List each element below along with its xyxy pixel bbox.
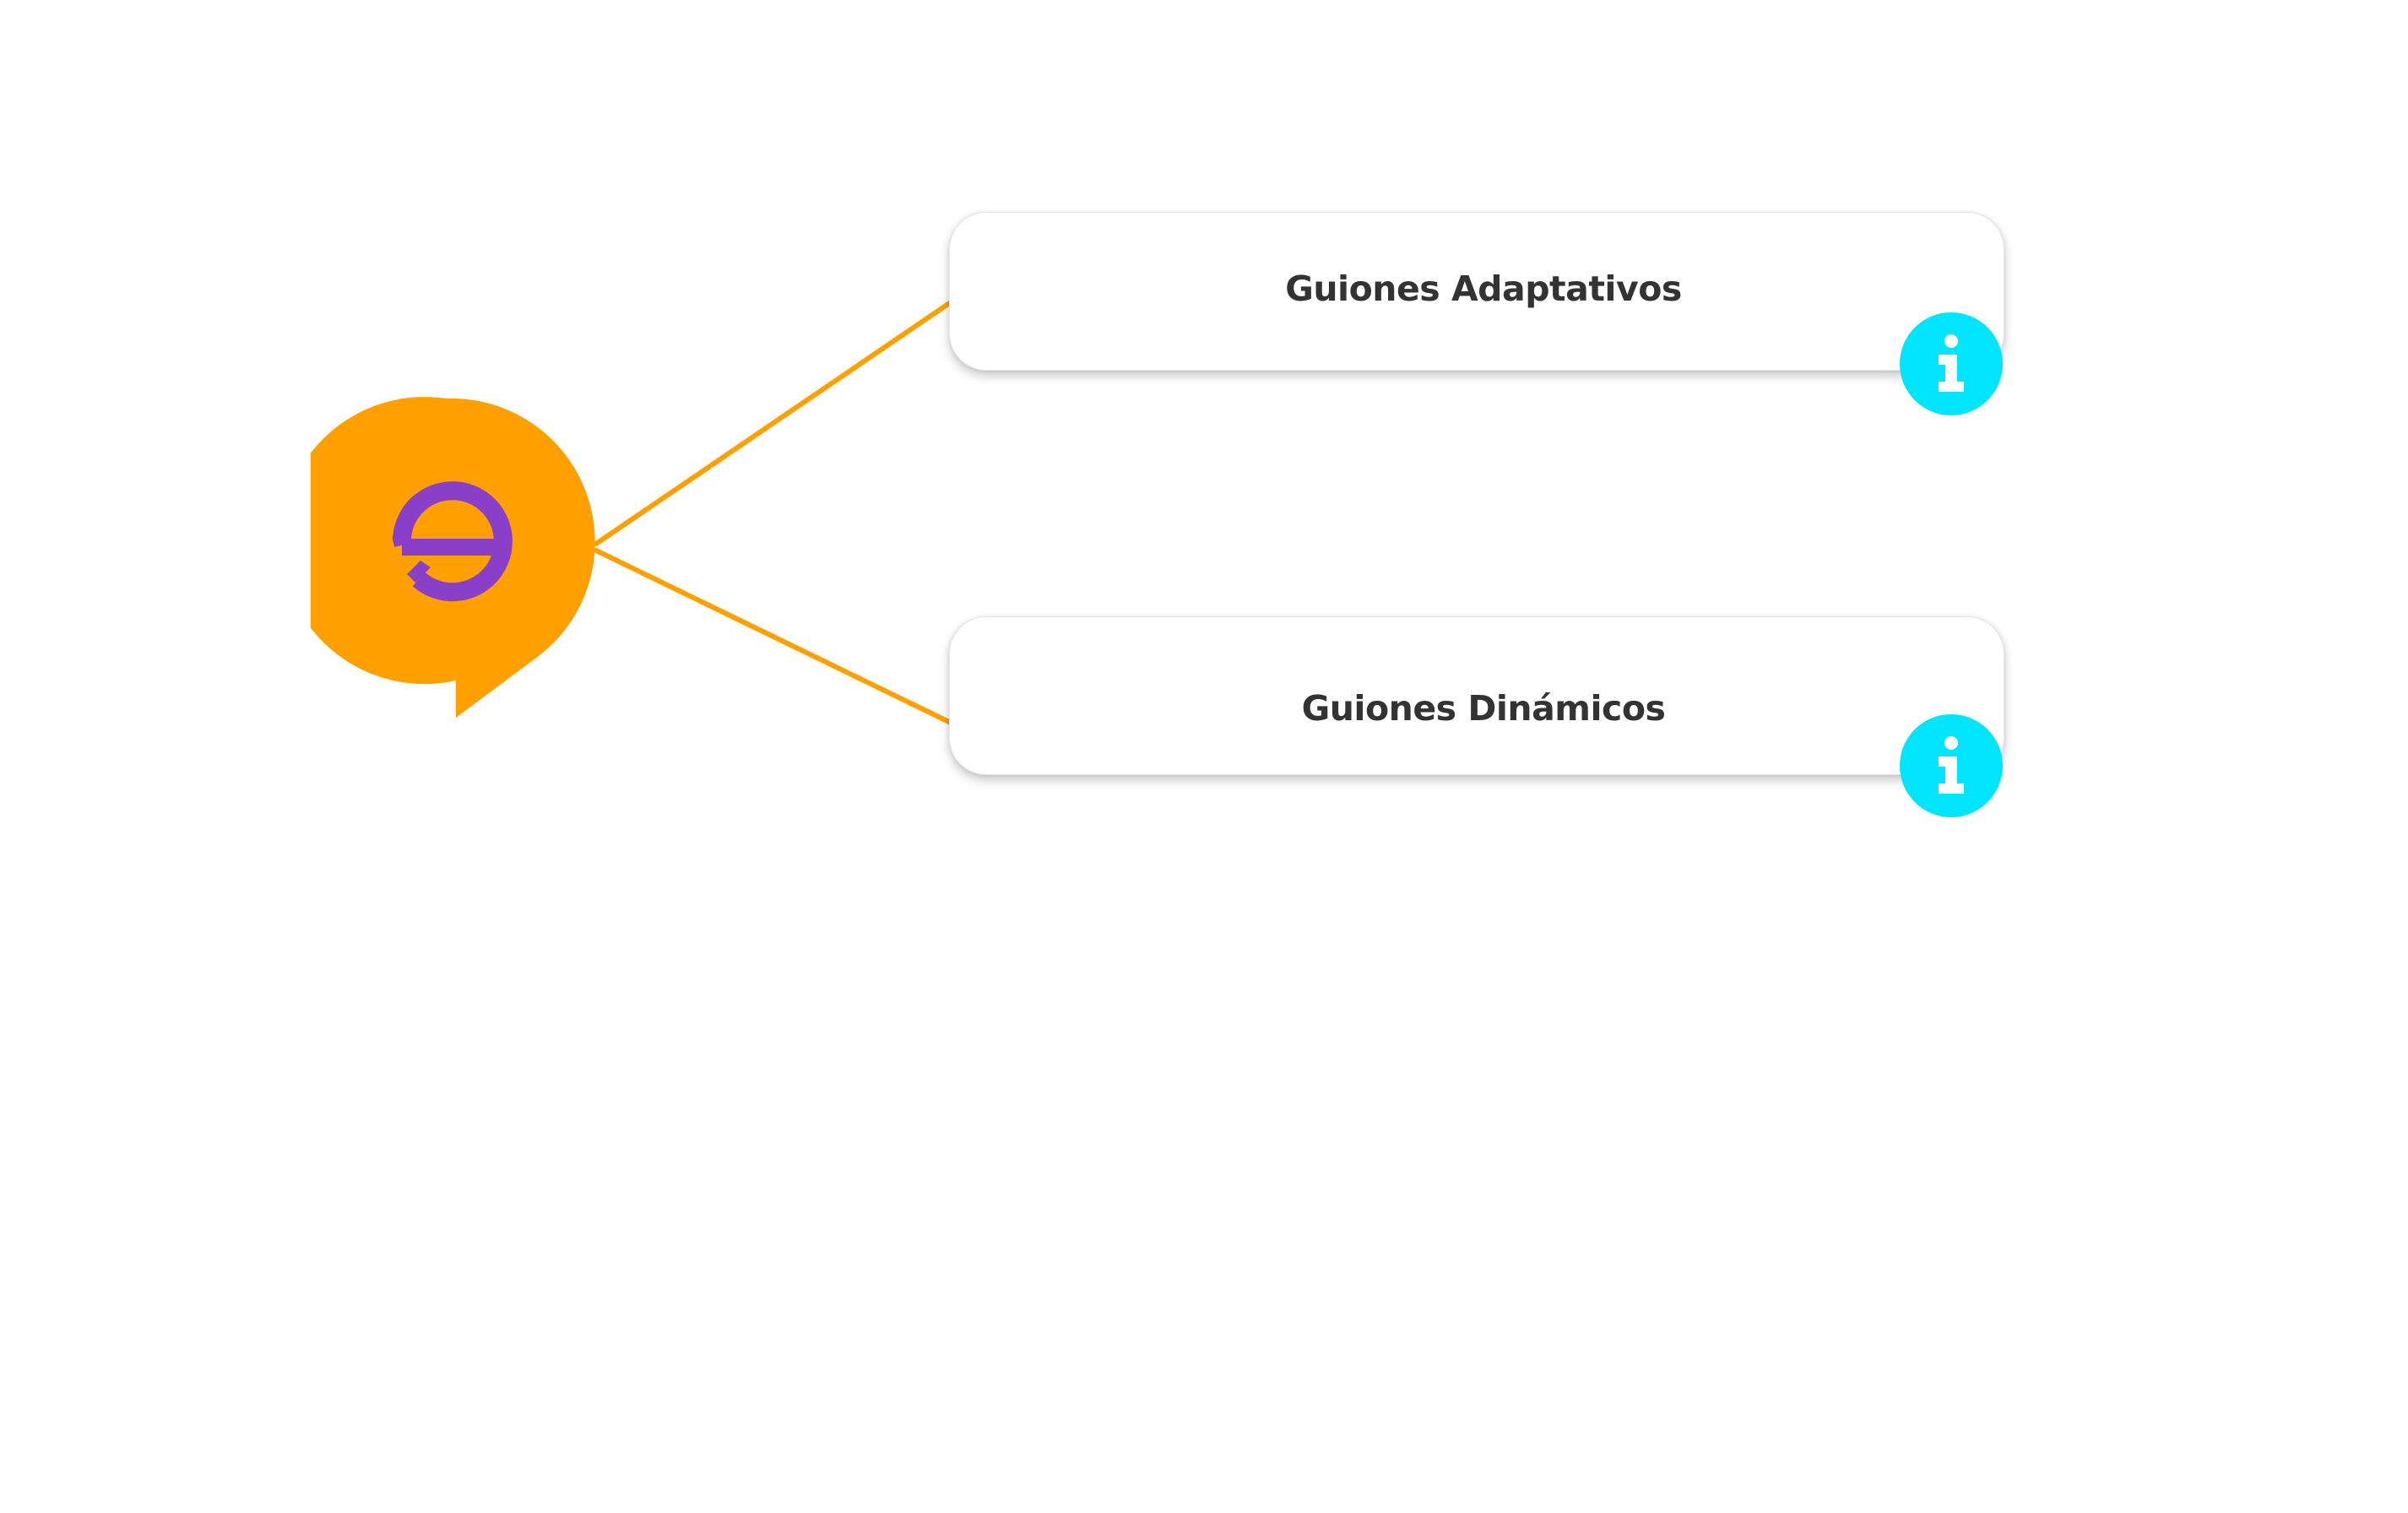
speech-bubble-shape: [311, 397, 595, 718]
node-card-guiones-adaptativos[interactable]: Guiones Adaptativos: [949, 212, 2004, 371]
node-label: Guiones Adaptativos: [1285, 268, 1682, 309]
node-card-guiones-dinamicos[interactable]: Guiones Dinámicos: [949, 616, 2004, 775]
info-icon: [1939, 334, 1964, 392]
brand-e-logo-icon: [311, 397, 595, 718]
info-button-guiones-dinamicos[interactable]: [1900, 714, 2003, 817]
info-icon: [1939, 736, 1964, 794]
letter-e-mark: [392, 481, 513, 602]
info-button-guiones-adaptativos[interactable]: [1900, 312, 2003, 415]
connector-line-adaptativos: [594, 300, 953, 546]
node-label: Guiones Dinámicos: [1301, 688, 1666, 729]
connector-line-dinamicos: [594, 548, 953, 725]
